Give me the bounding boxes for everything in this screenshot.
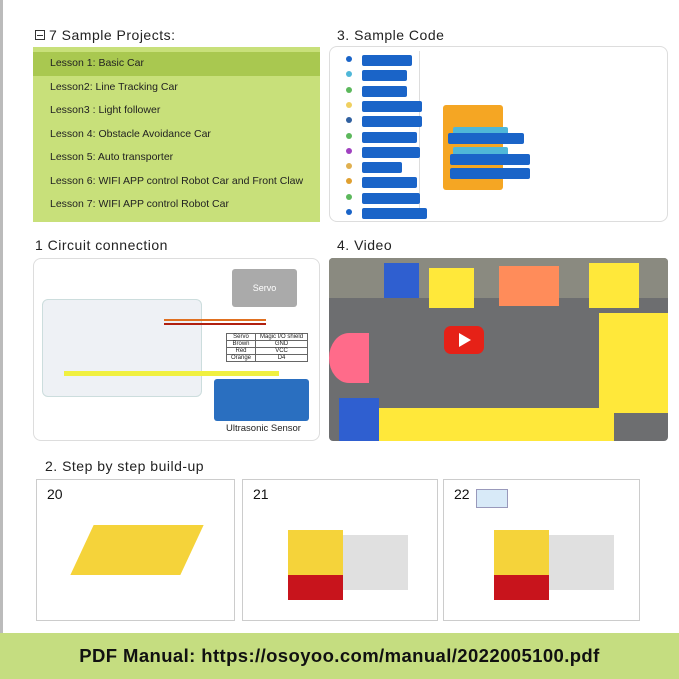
step-number: 21 xyxy=(253,486,269,502)
table-cell: VCC xyxy=(255,347,309,355)
code-block xyxy=(453,147,508,158)
code-block xyxy=(362,100,422,112)
build-step: 20 xyxy=(36,479,235,621)
sensor-wire xyxy=(64,371,279,376)
category-dot xyxy=(346,71,352,78)
build-model xyxy=(549,535,614,590)
code-block xyxy=(362,116,422,128)
toy-block xyxy=(589,263,639,308)
category-dot xyxy=(346,178,352,185)
table-cell: D4 xyxy=(255,354,309,362)
category-dot xyxy=(346,209,352,215)
category-dot xyxy=(346,147,352,154)
step-number: 22 xyxy=(454,486,470,502)
toy-block xyxy=(599,313,668,413)
category-dot xyxy=(346,101,352,108)
lesson-item[interactable]: Lesson 1: Basic Car xyxy=(33,52,320,76)
servo-image: Servo xyxy=(232,269,297,307)
toy-block xyxy=(499,266,559,306)
toy-block xyxy=(374,408,614,441)
collapse-square-icon[interactable] xyxy=(35,30,45,40)
code-block xyxy=(362,131,417,143)
code-block xyxy=(362,85,407,97)
servo-wires xyxy=(164,319,266,325)
build-model xyxy=(343,535,408,590)
step-number: 20 xyxy=(47,486,63,502)
code-block xyxy=(362,162,402,174)
io-shield-board xyxy=(42,299,202,397)
code-block xyxy=(362,55,412,66)
category-dot xyxy=(346,117,352,124)
category-dot xyxy=(346,163,352,170)
code-block xyxy=(362,177,417,189)
code-block xyxy=(450,154,530,165)
video-heading: 4. Video xyxy=(337,237,393,253)
code-block xyxy=(450,168,530,179)
sensor-label: Ultrasonic Sensor xyxy=(226,423,301,434)
projects-heading: 7 Sample Projects: xyxy=(35,27,176,43)
toy-block xyxy=(384,263,419,298)
play-button-icon[interactable] xyxy=(444,326,484,354)
lesson-item[interactable]: Lesson3 : Light follower xyxy=(50,104,161,116)
block-palette xyxy=(340,51,420,216)
code-block xyxy=(448,133,524,144)
lesson-item[interactable]: Lesson 4: Obstacle Avoidance Car xyxy=(50,127,211,140)
table-cell: GND xyxy=(255,340,309,348)
table-cell: Orange xyxy=(225,354,257,362)
table-cell: Red xyxy=(225,347,257,355)
code-block xyxy=(362,146,420,158)
build-step: 22 xyxy=(443,479,640,621)
code-block xyxy=(453,127,508,138)
toy-block xyxy=(339,398,379,441)
category-dot xyxy=(346,132,352,139)
table-cell: Magic I/O shield xyxy=(255,333,309,341)
lesson-item[interactable]: Lesson 5: Auto transporter xyxy=(50,151,174,163)
build-heading: 2. Step by step build-up xyxy=(45,458,205,474)
left-border xyxy=(0,0,3,633)
toy-block xyxy=(429,268,474,308)
video-player[interactable] xyxy=(329,258,668,441)
lesson-item[interactable]: Lesson2: Line Tracking Car xyxy=(50,80,178,93)
ultrasonic-sensor-image xyxy=(214,379,309,421)
parts-callout xyxy=(476,489,508,508)
category-dot xyxy=(346,86,352,93)
pdf-manual-banner: PDF Manual: https://osoyoo.com/manual/20… xyxy=(0,633,679,679)
code-block xyxy=(362,208,427,219)
lesson-list: Lesson 1: Basic Car Lesson2: Line Tracki… xyxy=(33,47,320,222)
lesson-item[interactable]: Lesson 6: WIFI APP control Robot Car and… xyxy=(50,174,304,187)
build-model xyxy=(70,525,204,575)
code-block xyxy=(362,192,420,204)
build-model xyxy=(494,575,549,600)
category-dot xyxy=(346,193,352,200)
table-cell: Servo xyxy=(225,333,257,341)
build-step: 21 xyxy=(242,479,438,621)
toy-block xyxy=(329,333,369,383)
code-block xyxy=(362,70,407,82)
build-model xyxy=(288,575,343,600)
category-dot xyxy=(346,56,352,62)
sample-code-heading: 3. Sample Code xyxy=(337,27,445,43)
play-triangle-icon xyxy=(459,333,471,347)
sample-code-image xyxy=(329,46,668,222)
table-cell: Brown xyxy=(225,340,257,348)
lesson-item[interactable]: Lesson 7: WIFI APP control Robot Car xyxy=(50,198,229,210)
circuit-heading: 1 Circuit connection xyxy=(35,237,168,253)
